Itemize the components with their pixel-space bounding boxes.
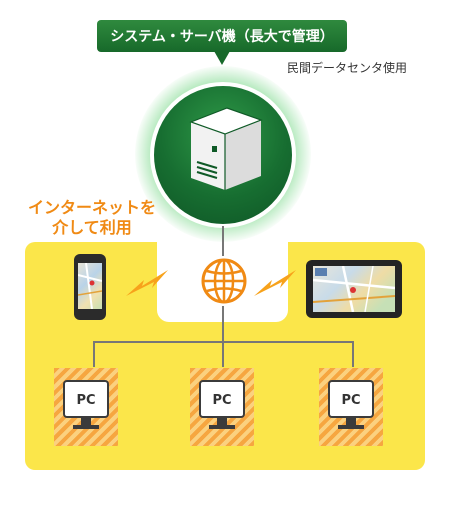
server-connector [222, 226, 224, 256]
pc-drop-right [352, 341, 354, 367]
pc-drop-center [222, 341, 224, 367]
server-icon [189, 107, 263, 190]
monitor-icon-right [328, 380, 374, 429]
server-banner: システム・サーバ機（長大で管理） [97, 20, 347, 52]
internet-label-line1: インターネットを [28, 198, 157, 217]
tablet-icon [306, 260, 402, 318]
internet-label: インターネットを 介して利用 [28, 198, 156, 238]
smartphone-map-icon [77, 262, 103, 310]
tablet-screen [312, 265, 396, 313]
globe-icon [201, 258, 247, 304]
monitor-icon-left [63, 380, 109, 429]
pc-label-center: PC [212, 393, 232, 408]
pc-bus-line [94, 341, 354, 343]
smartphone-icon [74, 254, 106, 320]
lightning-icon-right [254, 270, 296, 296]
internet-label-line2: 介して利用 [52, 218, 132, 237]
pc-label-right: PC [341, 393, 361, 408]
tablet-map-icon [312, 265, 396, 313]
pc-label-left: PC [76, 393, 96, 408]
server-banner-label: システム・サーバ機（長大で管理） [110, 29, 334, 45]
server-banner-pointer [214, 51, 230, 65]
globe-connector [222, 306, 224, 342]
monitor-icon-center [199, 380, 245, 429]
lightning-icon-left [126, 270, 168, 296]
pc-drop-left [93, 341, 95, 367]
datacenter-caption: 民間データセンタ使用 [287, 61, 408, 75]
smartphone-screen [77, 262, 103, 310]
